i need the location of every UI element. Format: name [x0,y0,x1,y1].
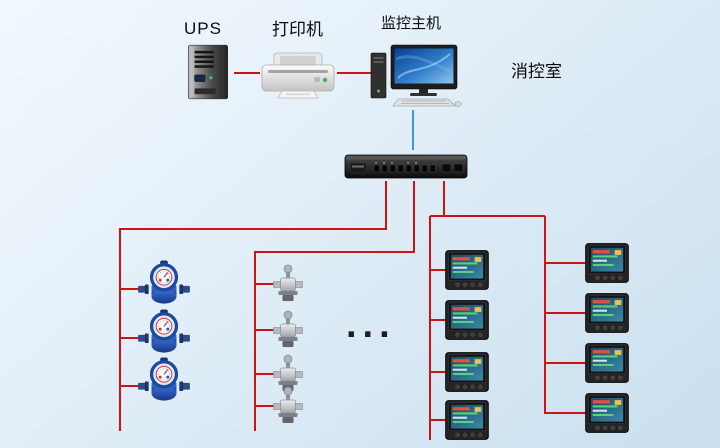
printer-label: 打印机 [272,20,323,39]
water-meter-3 [138,357,190,403]
water-meter-1 [138,260,190,306]
branch-meters-right-line [544,216,586,414]
valve-1 [273,264,303,302]
valve-3 [273,354,303,392]
ups-label: UPS [184,19,222,38]
control-room-label: 消控室 [511,62,562,81]
ups-device [187,44,229,100]
valve-2 [273,310,303,348]
valve-4 [273,386,303,424]
power-meter-left-4 [445,400,489,440]
data-collector-switch [344,154,468,179]
power-meter-right-4 [585,393,629,433]
power-meter-right-3 [585,343,629,383]
branch-water-meters-line [119,181,387,431]
monitoring-host-label: 监控主机 [381,15,442,32]
power-meter-right-2 [585,293,629,333]
branch-meters-header-line [430,181,545,217]
monitoring-host-computer [370,44,462,108]
water-meter-2 [138,309,190,355]
power-meter-left-3 [445,352,489,392]
ellipsis-more-devices: ... [346,304,396,346]
power-meter-right-1 [585,243,629,283]
printer-device [261,52,335,99]
power-meter-left-1 [445,250,489,290]
power-meter-left-2 [445,300,489,340]
branch-meters-left-line [429,216,446,440]
branch-valves-line [254,181,415,431]
